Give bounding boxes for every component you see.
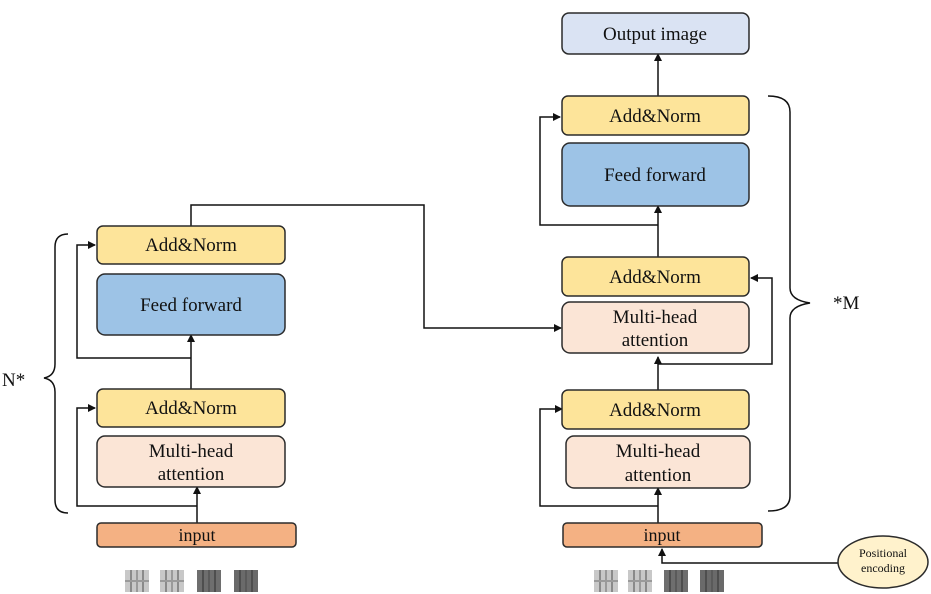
input-image-thumbnail <box>197 570 221 592</box>
encoder-repeat-label: N* <box>2 370 25 391</box>
svg-text:encoding: encoding <box>861 561 905 575</box>
enc-residual-1-arrow <box>76 404 197 507</box>
enc-residual-2-arrow <box>76 241 191 359</box>
decoder-multi-head-attention: Multi-head attention <box>565 435 751 489</box>
svg-text:input: input <box>643 525 680 545</box>
decoder-add-norm-top: Add&Norm <box>561 95 750 136</box>
encoder-add-norm-bottom: Add&Norm <box>96 388 286 428</box>
encoder-add-norm-top: Add&Norm <box>96 225 286 265</box>
decoder-input-images <box>594 570 724 592</box>
positional-encoding: Positional encoding <box>837 535 929 589</box>
decoder-repeat-brace <box>767 95 811 512</box>
svg-text:attention: attention <box>622 330 689 351</box>
svg-text:Multi-head: Multi-head <box>149 441 234 462</box>
input-image-thumbnail <box>664 570 688 592</box>
svg-text:Add&Norm: Add&Norm <box>145 235 237 256</box>
encoder-feed-forward: Feed forward <box>96 273 286 336</box>
encoder-input-images <box>125 570 258 592</box>
svg-text:Add&Norm: Add&Norm <box>609 106 701 127</box>
svg-text:Add&Norm: Add&Norm <box>145 398 237 419</box>
decoder-input: input <box>562 522 763 548</box>
input-image-thumbnail <box>160 570 184 592</box>
svg-text:Positional: Positional <box>859 546 908 560</box>
svg-text:input: input <box>178 525 215 545</box>
encoder-multi-head-attention: Multi-head attention <box>96 435 286 488</box>
svg-text:Add&Norm: Add&Norm <box>609 400 701 421</box>
dec-residual-2-arrow <box>658 274 773 365</box>
connectors <box>76 53 838 564</box>
decoder-feed-forward: Feed forward <box>561 142 750 207</box>
input-image-thumbnail <box>594 570 618 592</box>
svg-text:Feed forward: Feed forward <box>140 295 242 316</box>
svg-text:attention: attention <box>158 464 225 485</box>
dec-residual-3-arrow <box>539 113 658 226</box>
svg-text:Output image: Output image <box>603 24 707 45</box>
decoder-add-norm-bottom: Add&Norm <box>561 389 750 430</box>
dec-residual-1-arrow <box>539 405 658 507</box>
decoder-repeat-label: *M <box>833 293 860 314</box>
svg-text:Multi-head: Multi-head <box>616 441 701 462</box>
positional-to-input-arrow <box>658 548 838 564</box>
input-image-thumbnail <box>125 570 149 592</box>
svg-text:Add&Norm: Add&Norm <box>609 267 701 288</box>
decoder-add-norm-mid: Add&Norm <box>561 256 750 297</box>
encoder-repeat-brace <box>43 233 69 514</box>
input-image-thumbnail <box>234 570 258 592</box>
input-image-thumbnail <box>700 570 724 592</box>
input-image-thumbnail <box>628 570 652 592</box>
svg-text:Feed forward: Feed forward <box>604 165 706 186</box>
decoder-output-image: Output image <box>561 12 750 55</box>
encoder-input: input <box>96 522 297 548</box>
svg-text:attention: attention <box>625 465 692 486</box>
svg-text:Multi-head: Multi-head <box>613 307 698 328</box>
decoder-cross-attention: Multi-head attention <box>561 301 750 354</box>
enc-to-decoder-arrow <box>190 204 562 332</box>
